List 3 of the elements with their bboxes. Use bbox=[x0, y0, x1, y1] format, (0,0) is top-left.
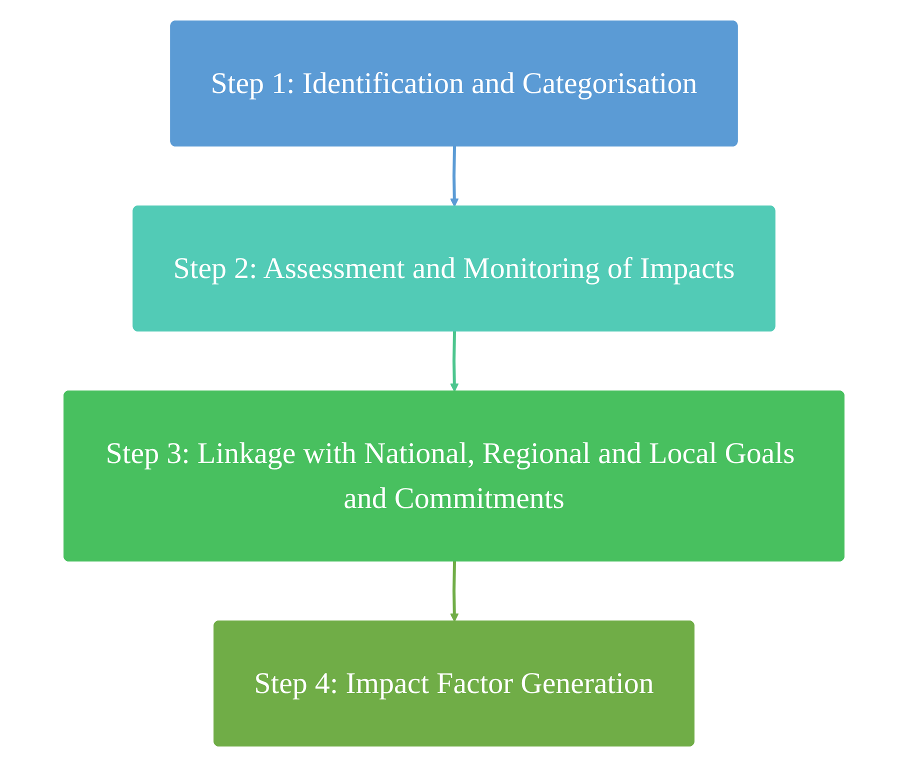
arrow bbox=[449, 146, 458, 207]
arrow bbox=[449, 331, 458, 392]
arrow bbox=[449, 561, 458, 622]
